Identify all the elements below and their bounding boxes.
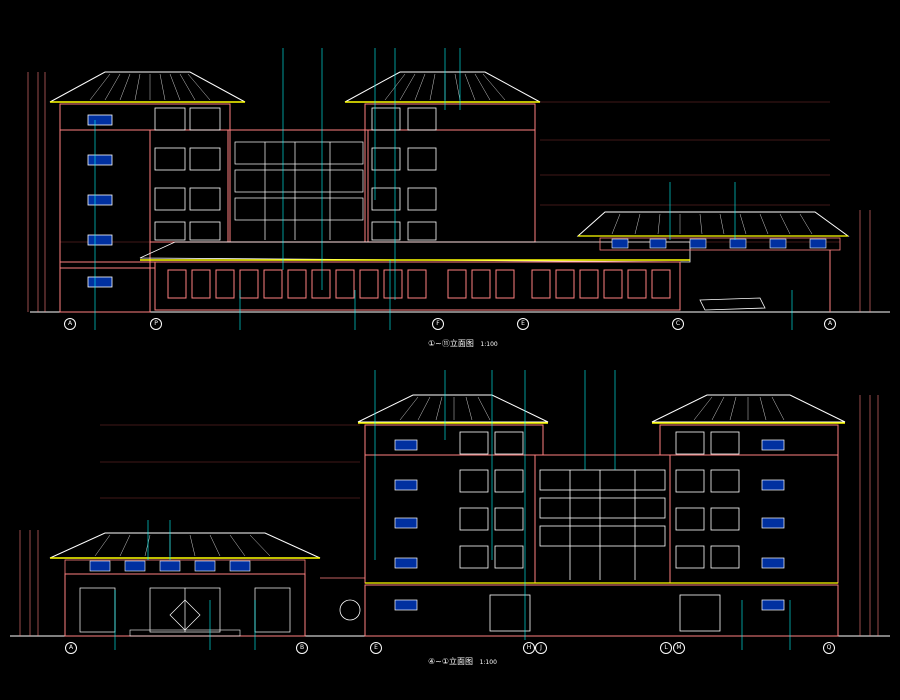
lower-grid-bubble: A: [65, 642, 77, 654]
lower-grid-bubble: B: [296, 642, 308, 654]
lower-grid-bubble: L: [660, 642, 672, 654]
lower-leaders: [114, 370, 791, 650]
upper-left-tower: [49, 71, 246, 313]
upper-right-tower: [344, 71, 541, 243]
lower-elevation: [10, 370, 890, 650]
upper-guide-lines: [60, 101, 840, 243]
lower-grid-bubble: Q: [823, 642, 835, 654]
upper-elevation: [27, 48, 890, 330]
upper-grid-bubble: A: [64, 318, 76, 330]
lower-left-pavilion: [49, 532, 321, 637]
upper-centre-block: [227, 129, 369, 243]
upper-view-title: ①~⑪立面图 1:100: [428, 338, 498, 349]
lower-grid-bubble: H: [523, 642, 535, 654]
upper-right-roof: [344, 71, 541, 103]
upper-grid-bubble: A: [824, 318, 836, 330]
lower-guide-lines: [100, 424, 360, 499]
upper-grid-bubble: P: [150, 318, 162, 330]
upper-podium: [60, 241, 691, 311]
lower-right-dimensions: [859, 395, 879, 636]
lower-grid-bubble: J: [535, 642, 547, 654]
upper-leaders: [94, 48, 793, 330]
upper-view-scale: 1:100: [480, 341, 498, 348]
upper-left-roof: [49, 71, 246, 103]
upper-right-dimensions: [859, 210, 871, 312]
lower-view-title: ④~①立面图 1:100: [428, 656, 497, 667]
lower-grid-bubble: E: [370, 642, 382, 654]
lower-main-building: [320, 394, 846, 637]
lower-grid-bubble: M: [673, 642, 685, 654]
lower-view-title-text: ④~①立面图: [428, 657, 474, 666]
upper-left-dimensions: [27, 72, 46, 312]
upper-grid-bubble: F: [432, 318, 444, 330]
upper-grid-bubble: E: [517, 318, 529, 330]
lower-view-scale: 1:100: [479, 659, 497, 666]
upper-right-pavilion: [576, 211, 850, 312]
upper-view-title-text: ①~⑪立面图: [428, 339, 474, 348]
lower-left-dimensions: [19, 530, 39, 636]
upper-grid-bubble: C: [672, 318, 684, 330]
